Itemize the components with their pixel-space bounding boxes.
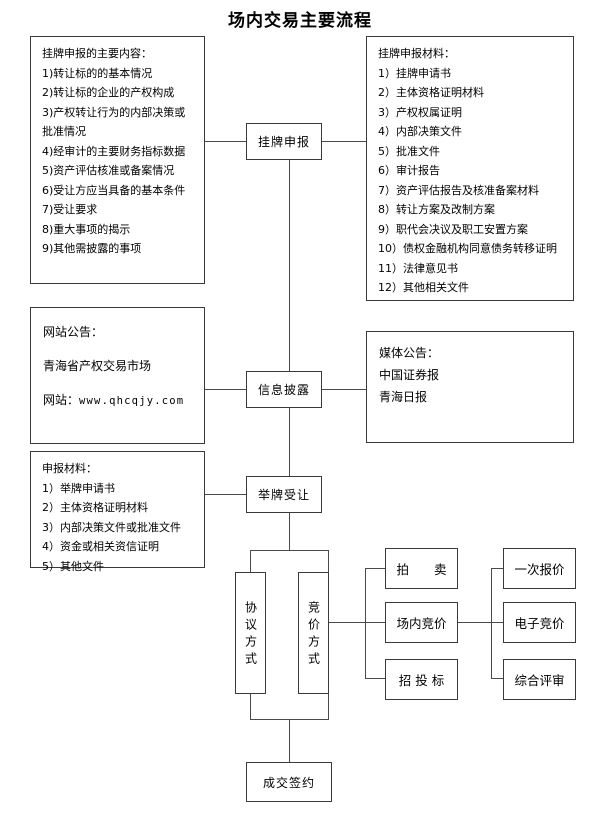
listing-materials-item: 2）主体资格证明材料 bbox=[378, 86, 484, 99]
connector-declaration-to-disclosure bbox=[289, 160, 290, 389]
listing-content-item: 8)重大事项的揭示 bbox=[42, 222, 131, 236]
process-bidding-method-label: 竞价方式 bbox=[306, 601, 321, 669]
listing-content-item: 6)受让方应当具备的基本条件 bbox=[42, 183, 186, 197]
listing-materials-item: 6）审计报告 bbox=[378, 164, 440, 177]
listing-content-item: 1)转让标的的基本情况 bbox=[42, 66, 153, 80]
process-bid-acceptance-label: 举牌受让 bbox=[257, 488, 310, 502]
process-listing-declaration[interactable]: 挂牌申报 bbox=[246, 123, 322, 160]
connector-fan-to-single-quote bbox=[491, 568, 503, 569]
application-materials-box: 申报材料： 1）举牌申请书 2）主体资格证明材料 3）内部决策文件或批准文件 4… bbox=[30, 451, 205, 573]
page-title: 场内交易主要流程 bbox=[228, 11, 372, 31]
media-notice-item: 青海日报 bbox=[379, 390, 428, 404]
media-notice-item: 中国证券报 bbox=[379, 368, 440, 382]
listing-content-item: 9)其他需披露的事项 bbox=[42, 242, 142, 255]
connector-fan-to-tender bbox=[365, 678, 385, 679]
website-notice-heading: 网站公告： bbox=[43, 325, 104, 339]
listing-content-item: 3)产权转让行为的内部决策或 bbox=[42, 105, 186, 119]
listing-content-item: 4)经审计的主要财务指标数据 bbox=[42, 144, 186, 158]
connector-fan-to-floor-bidding bbox=[365, 622, 385, 623]
method-floor-bidding-label: 场内竞价 bbox=[396, 616, 447, 631]
website-notice-url[interactable]: www.qhcqjy.com bbox=[79, 395, 185, 407]
listing-materials-item: 8）转让方案及改制方案 bbox=[378, 203, 495, 216]
method-floor-bidding[interactable]: 场内竞价 bbox=[385, 602, 458, 643]
process-deal-signing[interactable]: 成交签约 bbox=[246, 762, 332, 802]
listing-materials-item: 3）产权权属证明 bbox=[378, 105, 462, 119]
website-notice-box: 网站公告： 青海省产权交易市场 网站：www.qhcqjy.com bbox=[30, 307, 205, 444]
connector-application-materials-to-acceptance bbox=[204, 494, 246, 495]
bidding-type-electronic-bidding[interactable]: 电子竞价 bbox=[503, 602, 576, 643]
media-notice-heading: 媒体公告： bbox=[379, 346, 440, 360]
process-bid-acceptance[interactable]: 举牌受让 bbox=[246, 476, 322, 513]
process-deal-signing-label: 成交签约 bbox=[262, 775, 315, 790]
process-agreement-method[interactable]: 协议方式 bbox=[235, 572, 266, 694]
media-notice-box: 媒体公告： 中国证券报 青海日报 bbox=[366, 331, 574, 443]
process-info-disclosure-label: 信息披露 bbox=[257, 383, 310, 397]
listing-content-item: 5)资产评估核准或备案情况 bbox=[42, 164, 175, 177]
connector-fan-to-electronic-bidding bbox=[491, 622, 503, 623]
listing-materials-heading: 挂牌申报材料： bbox=[378, 47, 455, 60]
application-materials-heading: 申报材料： bbox=[42, 462, 97, 475]
listing-content-item: 批准情况 bbox=[42, 125, 86, 138]
listing-materials-box: 挂牌申报材料： 1）挂牌申请书 2）主体资格证明材料 3）产权权属证明 4）内部… bbox=[366, 36, 574, 301]
connector-disclosure-to-media bbox=[322, 389, 366, 390]
website-notice-url-label: 网站： bbox=[43, 393, 80, 407]
listing-materials-item: 9）职代会决议及职工安置方案 bbox=[378, 222, 528, 236]
connector-agreement-down bbox=[250, 694, 251, 719]
method-tender-label: 招 投 标 bbox=[398, 673, 445, 688]
listing-content-item: 2)转让标的企业的产权构成 bbox=[42, 86, 175, 99]
website-notice-market: 青海省产权交易市场 bbox=[43, 359, 152, 373]
listing-materials-item: 1）挂牌申请书 bbox=[378, 66, 451, 80]
connector-listing-content-to-declaration bbox=[204, 141, 246, 142]
listing-content-heading: 挂牌申报的主要内容： bbox=[42, 47, 152, 60]
application-materials-item: 5）其他文件 bbox=[42, 559, 104, 573]
connector-bidding-types-fan-bar bbox=[491, 568, 492, 678]
listing-content-item: 7)受让要求 bbox=[42, 203, 98, 216]
method-auction[interactable]: 拍 卖 bbox=[385, 548, 458, 589]
bidding-type-single-quote-label: 一次报价 bbox=[514, 562, 565, 577]
bidding-type-comprehensive-review[interactable]: 综合评审 bbox=[503, 659, 576, 700]
method-tender[interactable]: 招 投 标 bbox=[385, 659, 458, 700]
method-auction-label: 拍 卖 bbox=[396, 562, 447, 577]
application-materials-item: 4）资金或相关资信证明 bbox=[42, 540, 159, 553]
connector-merge-to-signing bbox=[289, 719, 290, 762]
connector-methods-fan-bar bbox=[365, 568, 366, 678]
bidding-type-electronic-bidding-label: 电子竞价 bbox=[514, 616, 565, 631]
process-agreement-method-label: 协议方式 bbox=[243, 601, 258, 669]
listing-content-box: 挂牌申报的主要内容： 1)转让标的的基本情况 2)转让标的企业的产权构成 3)产… bbox=[30, 36, 205, 284]
connector-bidding-down bbox=[328, 694, 329, 719]
listing-materials-item: 10）债权金融机构同意债务转移证明 bbox=[378, 242, 557, 255]
application-materials-item: 1）举牌申请书 bbox=[42, 481, 115, 495]
connector-floor-bidding-to-fan bbox=[458, 622, 491, 623]
connector-split-to-bidding bbox=[328, 550, 329, 572]
listing-materials-item: 5）批准文件 bbox=[378, 144, 440, 158]
connector-disclosure-to-acceptance bbox=[289, 408, 290, 489]
website-notice-url-row: 网站：www.qhcqjy.com bbox=[43, 386, 194, 415]
connector-split-to-agreement bbox=[250, 550, 251, 572]
listing-materials-item: 11）法律意见书 bbox=[378, 261, 458, 275]
connector-declaration-to-materials bbox=[322, 141, 366, 142]
listing-materials-item: 7）资产评估报告及核准备案材料 bbox=[378, 183, 539, 197]
listing-materials-item: 4）内部决策文件 bbox=[378, 125, 462, 138]
connector-fan-to-comprehensive-review bbox=[491, 678, 503, 679]
connector-fan-to-auction bbox=[365, 568, 385, 569]
process-bidding-method[interactable]: 竞价方式 bbox=[298, 572, 329, 694]
connector-bidding-to-fan bbox=[329, 622, 365, 623]
connector-method-split-bar bbox=[250, 550, 329, 551]
application-materials-item: 3）内部决策文件或批准文件 bbox=[42, 520, 181, 534]
bidding-type-comprehensive-review-label: 综合评审 bbox=[514, 673, 565, 688]
connector-website-to-disclosure bbox=[204, 389, 246, 390]
process-info-disclosure[interactable]: 信息披露 bbox=[246, 371, 322, 408]
connector-acceptance-down bbox=[289, 513, 290, 550]
listing-materials-item: 12）其他相关文件 bbox=[378, 281, 469, 294]
application-materials-item: 2）主体资格证明材料 bbox=[42, 501, 148, 514]
bidding-type-single-quote[interactable]: 一次报价 bbox=[503, 548, 576, 589]
process-listing-declaration-label: 挂牌申报 bbox=[257, 135, 310, 149]
